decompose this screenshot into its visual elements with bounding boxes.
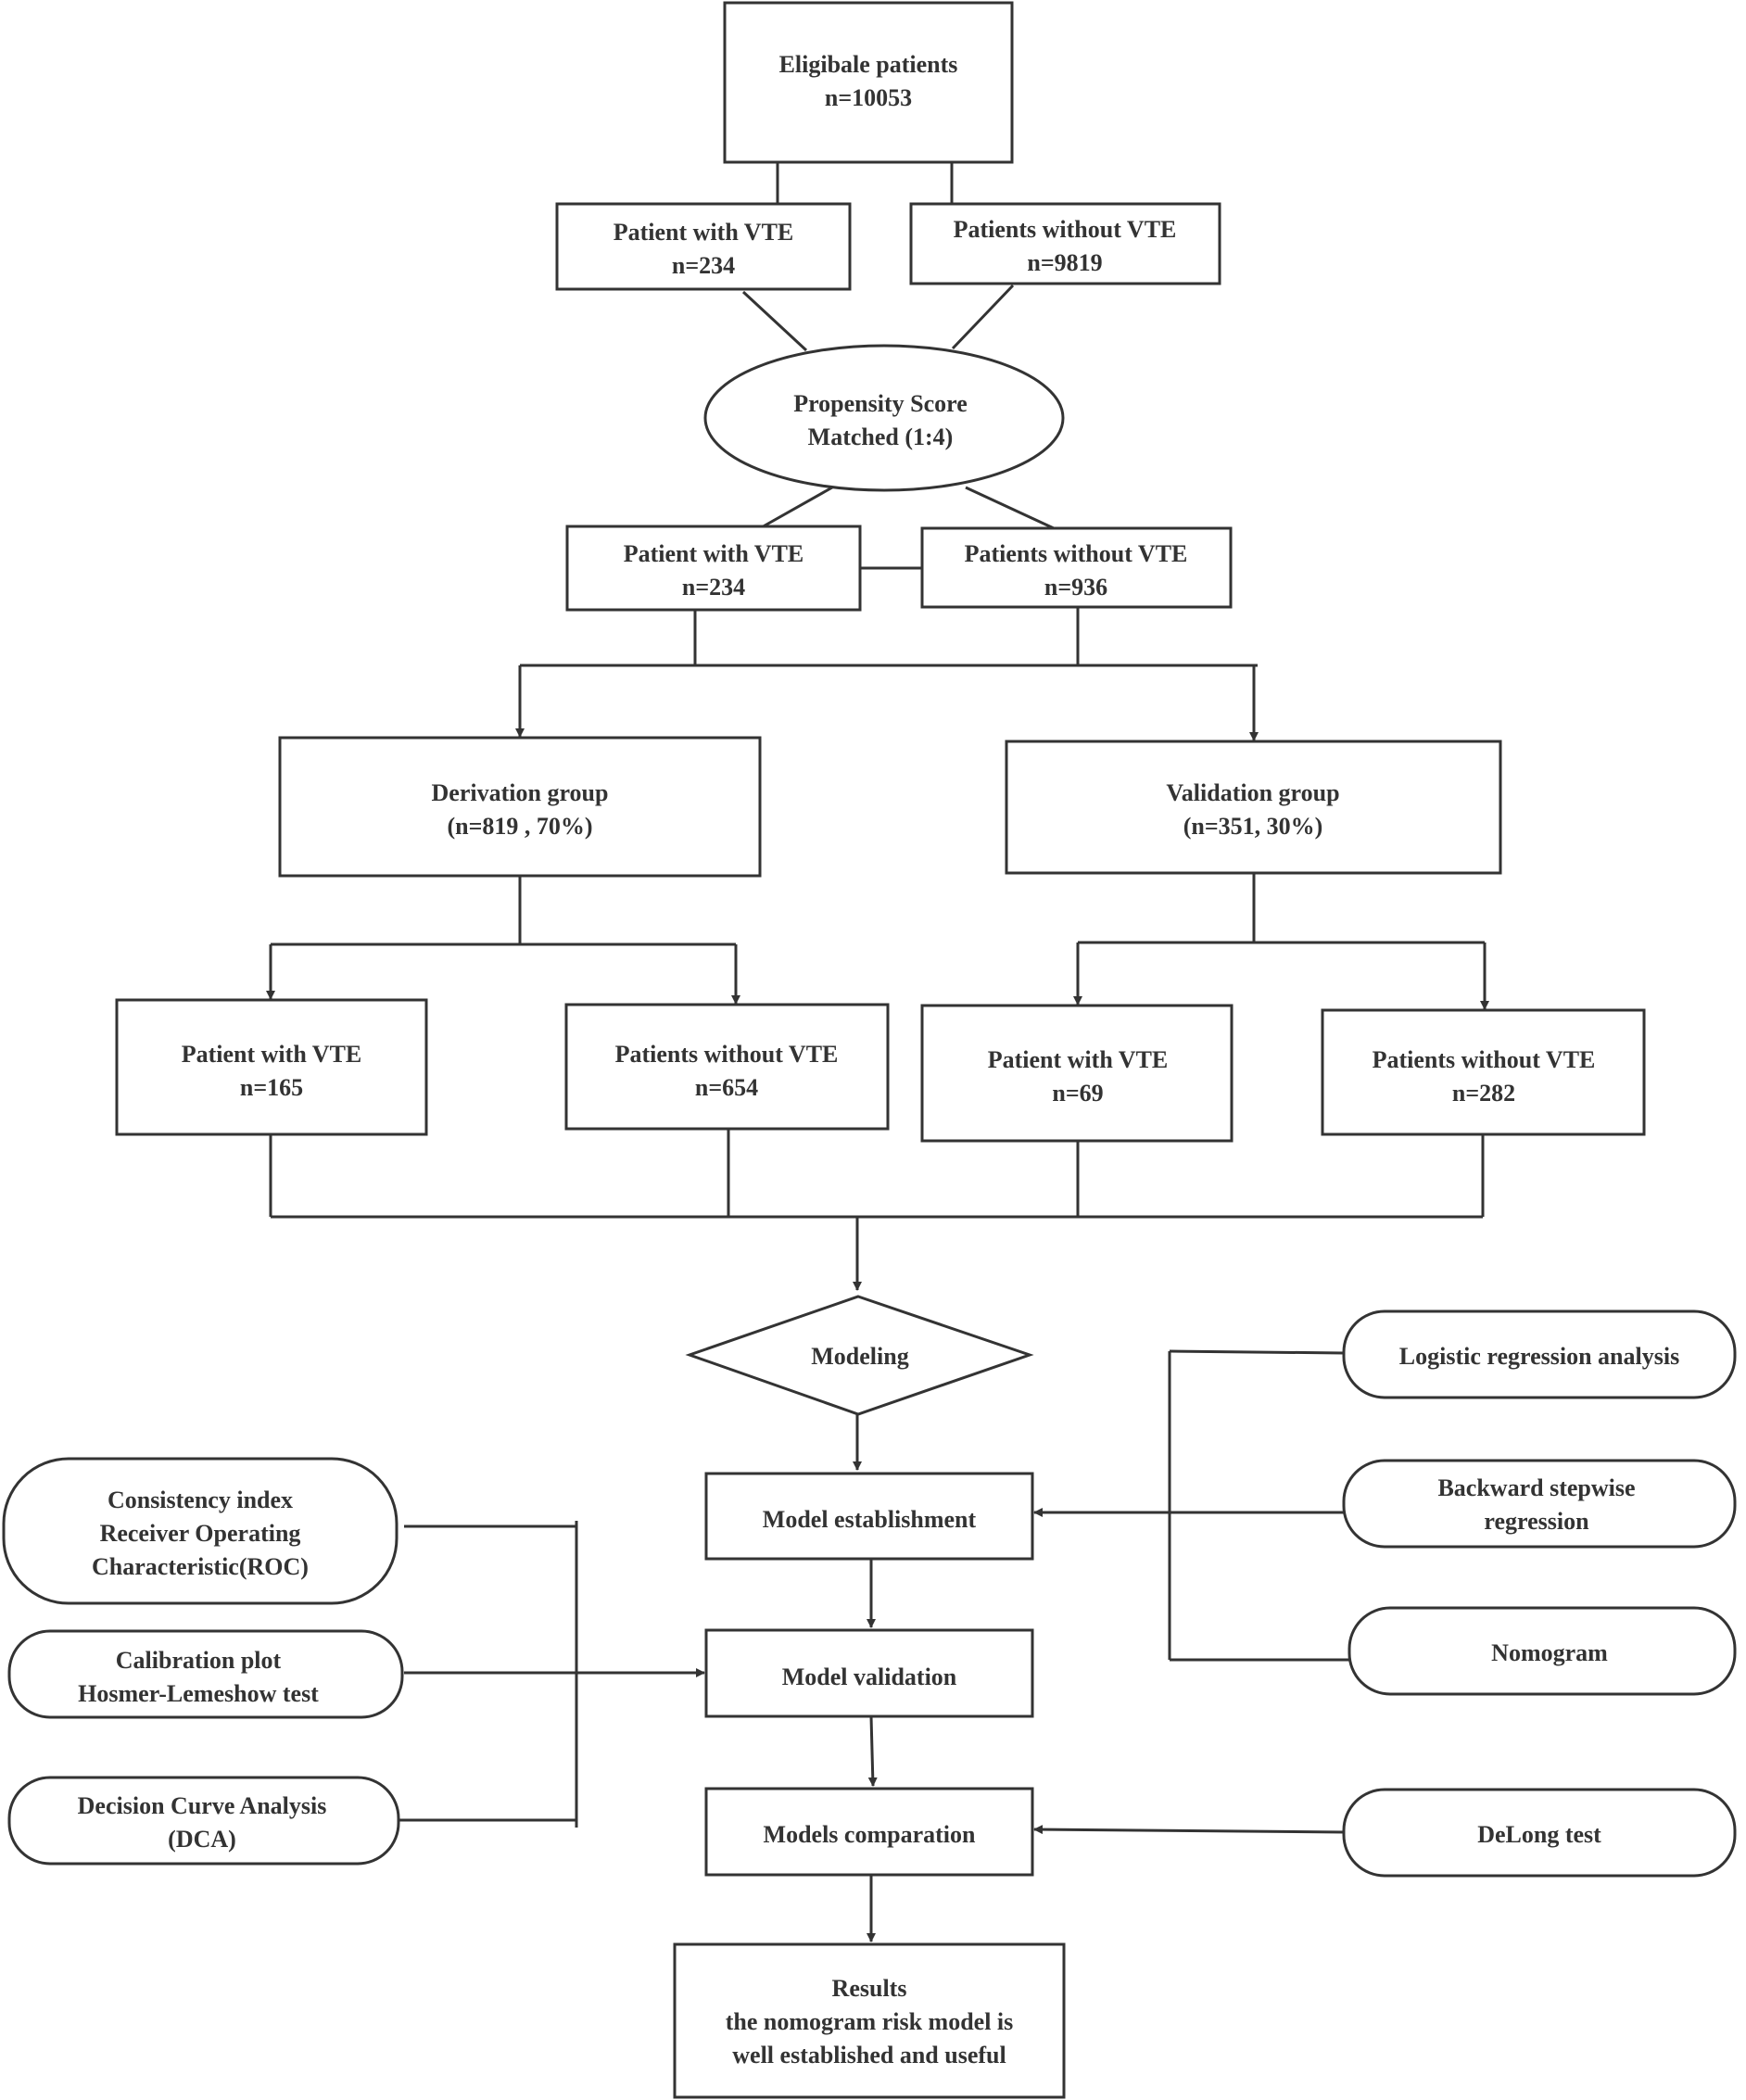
node-propensity-score: Propensity Score Matched (1:4) (703, 344, 1065, 492)
match-vte-line1: Patient with VTE (624, 540, 804, 567)
psm-line2: Matched (1:4) (808, 424, 954, 450)
establishment-label: Model establishment (763, 1506, 977, 1533)
pre-novte-line1: Patients without VTE (954, 216, 1177, 243)
edge-logistic-bracket (1169, 1349, 1345, 1355)
match-novte-line1: Patients without VTE (965, 540, 1188, 567)
node-modeling: Modeling (685, 1295, 1034, 1416)
results-line1: Results (832, 1975, 907, 2002)
connectors (266, 162, 1489, 1942)
dca-line2: (DCA) (168, 1826, 236, 1853)
modeling-label: Modeling (811, 1343, 908, 1370)
pre-vte-line2: n=234 (672, 252, 735, 279)
eligible-line2: n=10053 (825, 84, 912, 111)
node-backward-stepwise: Backward stepwise regression (1342, 1459, 1737, 1549)
node-pre-patients-without-vte: Patients without VTE n=9819 (909, 202, 1221, 285)
pre-novte-line2: n=9819 (1027, 249, 1102, 276)
edge-delong-to-comparation (1033, 1825, 1345, 1835)
edge-prenovte-psm (951, 284, 1015, 350)
node-derivation-group: Derivation group (n=819 , 70%) (278, 736, 762, 878)
node-matched-patients-without-vte: Patients without VTE n=936 (920, 526, 1233, 609)
derivation-line2: (n=819 , 70%) (447, 813, 592, 840)
edge-prevte-psm (741, 290, 808, 352)
backward-line2: regression (1484, 1508, 1589, 1535)
node-validation-patient-with-vte: Patient with VTE n=69 (920, 1004, 1234, 1143)
node-validation-group: Validation group (n=351, 30%) (1005, 740, 1502, 875)
node-model-validation: Model validation (704, 1628, 1034, 1718)
node-derivation-patients-without-vte: Patients without VTE n=654 (564, 1003, 890, 1131)
model-validation-label: Model validation (782, 1664, 957, 1690)
node-derivation-patient-with-vte: Patient with VTE n=165 (115, 998, 428, 1136)
node-results: Results the nomogram risk model is well … (673, 1942, 1066, 2099)
node-consistency-index: Consistency index Receiver Operating Cha… (2, 1457, 399, 1605)
calibration-line2: Hosmer-Lemeshow test (78, 1680, 319, 1707)
edge-validation-comparation (867, 1715, 878, 1787)
results-line3: well established and useful (732, 2042, 1006, 2068)
val-vte-line2: n=69 (1052, 1080, 1103, 1107)
dca-line1: Decision Curve Analysis (78, 1792, 327, 1819)
calibration-line1: Calibration plot (116, 1647, 282, 1674)
validation-line2: (n=351, 30%) (1183, 813, 1323, 840)
node-delong-test: DeLong test (1342, 1788, 1737, 1878)
psm-line1: Propensity Score (793, 390, 968, 417)
edge-psm-matchnovte (965, 486, 1055, 530)
pre-vte-line1: Patient with VTE (614, 219, 794, 246)
der-novte-line2: n=654 (695, 1074, 758, 1101)
delong-label: DeLong test (1477, 1821, 1601, 1848)
nomogram-label: Nomogram (1491, 1639, 1608, 1666)
val-novte-line1: Patients without VTE (1373, 1046, 1596, 1073)
node-eligible-patients: Eligibale patients n=10053 (723, 1, 1014, 164)
der-vte-line2: n=165 (240, 1074, 303, 1101)
node-models-comparation: Models comparation (704, 1787, 1034, 1877)
comparation-label: Models comparation (764, 1821, 976, 1848)
der-novte-line1: Patients without VTE (615, 1041, 839, 1068)
consistency-line3: Characteristic(ROC) (92, 1553, 309, 1580)
logistic-label: Logistic regression analysis (1399, 1343, 1679, 1370)
results-line2: the nomogram risk model is (726, 2008, 1014, 2035)
node-model-establishment: Model establishment (704, 1472, 1034, 1561)
eligible-line1: Eligibale patients (779, 51, 958, 78)
node-pre-patient-with-vte: Patient with VTE n=234 (555, 202, 852, 291)
val-novte-line2: n=282 (1452, 1080, 1515, 1107)
backward-line1: Backward stepwise (1437, 1474, 1635, 1501)
node-validation-patients-without-vte: Patients without VTE n=282 (1321, 1008, 1646, 1136)
consistency-line1: Consistency index (108, 1486, 293, 1513)
edge-psm-matchvte (759, 486, 833, 530)
node-matched-patient-with-vte: Patient with VTE n=234 (565, 525, 862, 612)
match-vte-line2: n=234 (682, 574, 745, 601)
node-logistic-regression: Logistic regression analysis (1342, 1309, 1737, 1399)
node-nomogram: Nomogram (1347, 1606, 1737, 1696)
consistency-line2: Receiver Operating (100, 1520, 301, 1547)
derivation-line1: Derivation group (432, 779, 609, 806)
node-calibration-plot: Calibration plot Hosmer-Lemeshow test (7, 1629, 404, 1719)
val-vte-line1: Patient with VTE (988, 1046, 1169, 1073)
match-novte-line2: n=936 (1044, 574, 1107, 601)
node-decision-curve-analysis: Decision Curve Analysis (DCA) (7, 1776, 400, 1866)
validation-line1: Validation group (1166, 779, 1339, 806)
der-vte-line1: Patient with VTE (182, 1041, 362, 1068)
